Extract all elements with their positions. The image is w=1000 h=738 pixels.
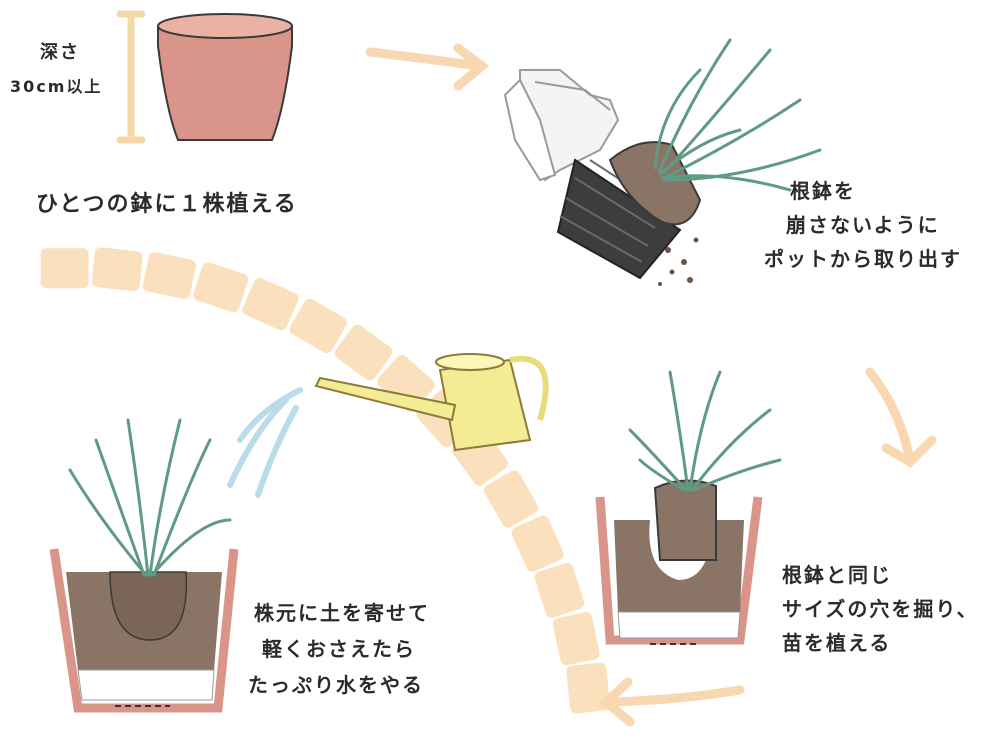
step3-line1: 根鉢と同じ xyxy=(782,563,892,587)
brick xyxy=(40,248,89,289)
brick xyxy=(511,515,564,572)
step1-caption: ひとつの鉢に１株植える xyxy=(36,192,298,217)
brick xyxy=(534,562,585,618)
plant-icon-step4 xyxy=(68,418,232,577)
brick xyxy=(552,612,600,666)
brick xyxy=(289,298,347,354)
step4-line3: たっぷり水をやる xyxy=(248,673,424,697)
step3-line3: 苗を植える xyxy=(782,631,892,655)
terracotta-pot-icon xyxy=(157,13,293,141)
step2-line2: 崩さないように xyxy=(786,213,940,237)
plant-icon-step3 xyxy=(628,370,782,492)
root-ball xyxy=(608,141,702,226)
step4-line1: 株元に土を寄せて xyxy=(254,601,430,625)
arrow-icon-bottom xyxy=(599,677,745,727)
watering-can-icon xyxy=(314,353,549,452)
arrow-icon-right xyxy=(865,367,937,468)
depth-marker xyxy=(116,10,146,144)
brick xyxy=(566,662,611,714)
brick xyxy=(142,252,196,300)
brick xyxy=(91,247,143,292)
brick xyxy=(242,277,299,331)
step2-line1: 根鉢を xyxy=(790,179,856,203)
depth-label: 深さ xyxy=(40,42,80,63)
brick xyxy=(334,324,393,381)
step2-line3: ポットから取り出す xyxy=(764,247,962,271)
cutaway-pot-step4 xyxy=(49,548,239,713)
depth-value: 30cm以上 xyxy=(10,77,103,96)
step4-line2: 軽くおさえたら xyxy=(262,637,416,661)
plant-icon-step2 xyxy=(653,38,822,192)
gloves-icon xyxy=(503,69,620,182)
soil-crumbs xyxy=(658,237,699,286)
step3-line2: サイズの穴を掘り、 xyxy=(782,597,979,621)
water-stream xyxy=(227,387,303,498)
root-ball-step3 xyxy=(653,479,717,561)
arrow-icon-top xyxy=(365,43,490,91)
brick xyxy=(483,470,539,528)
brick xyxy=(193,262,249,313)
